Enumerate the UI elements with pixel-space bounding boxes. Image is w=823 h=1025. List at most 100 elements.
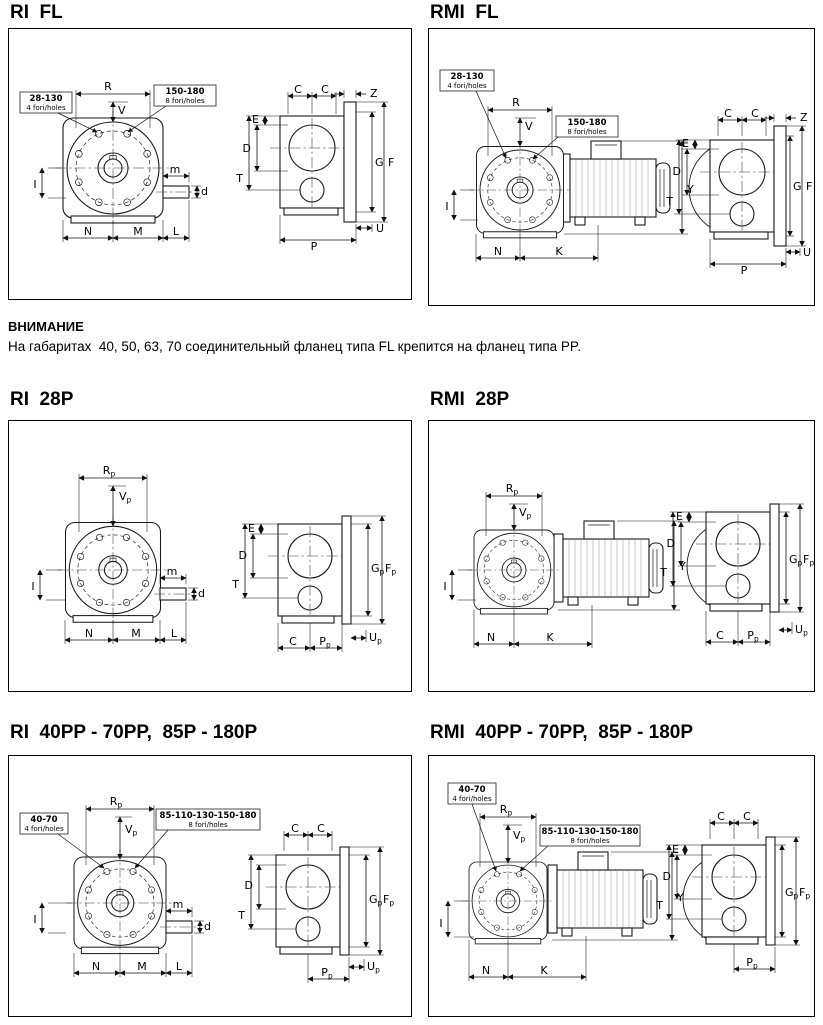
dim-label-C: C <box>321 83 329 96</box>
dim-label-D: D <box>667 537 675 550</box>
dim-label-T: T <box>659 566 667 579</box>
callout-holes: 8 fori/holes <box>188 821 228 829</box>
dim-label-Fp: Fp <box>799 886 810 901</box>
front-dimensions: 40-70 4 fori/holes Rp Vp 85-110-130-150-… <box>439 782 684 981</box>
front-dimensions: Rp Vp 40-70 4 fori/holes 85-110-130-150-… <box>19 795 261 977</box>
dim-label-Vp: Vp <box>519 506 532 521</box>
callout-range: 150-180 <box>567 118 606 128</box>
notice-text: На габаритах 40, 50, 63, 70 соединительн… <box>8 339 581 354</box>
front-dimensions: Rp Vp I m d N M L <box>31 464 205 644</box>
dim-label-C: C <box>317 822 325 835</box>
panel-ri-40pp: Rp Vp 40-70 4 fori/holes 85-110-130-150-… <box>8 755 412 1017</box>
dim-label-m: m <box>170 163 181 176</box>
dim-label-Z: Z <box>370 87 378 100</box>
dim-label-N: N <box>84 225 92 238</box>
dim-label-L: L <box>171 627 178 640</box>
callout-28-130: 28-130 4 fori/holes <box>19 91 98 133</box>
dim-label-D: D <box>663 870 671 883</box>
dim-label-G: G <box>793 180 802 193</box>
dim-label-Rp: Rp <box>103 464 116 479</box>
dim-label-N: N <box>85 627 93 640</box>
callout-holes: 8 fori/holes <box>567 128 607 136</box>
dim-label-Rp: Rp <box>500 803 513 818</box>
callout-range: 40-70 <box>458 785 485 795</box>
dim-label-M: M <box>131 627 141 640</box>
dim-label-Y: Y <box>678 560 686 573</box>
dim-label-D: D <box>245 879 253 892</box>
dim-label-Gp: Gp <box>789 553 803 568</box>
section-title-rmi-28p: RMI 28P <box>430 389 510 410</box>
dim-label-Pp: Pp <box>747 629 759 644</box>
dim-label-N: N <box>487 631 495 644</box>
dim-label-T: T <box>237 909 245 922</box>
callout-150-180: 150-180 8 fori/holes <box>127 84 217 133</box>
gearbox-side-view <box>699 125 787 247</box>
dim-label-I: I <box>33 178 36 191</box>
gearbox-side-view <box>269 101 357 223</box>
dim-label-Y: Y <box>676 891 684 904</box>
gearbox-side-view <box>691 836 776 946</box>
dim-label-C: C <box>751 107 759 120</box>
dim-label-T: T <box>231 578 239 591</box>
dim-label-m: m <box>173 898 184 911</box>
dim-label-T: T <box>655 899 663 912</box>
panel-rmi-28p: Rp Vp I N K Y E D T <box>428 420 815 692</box>
dim-label-Rp: Rp <box>506 482 519 497</box>
panel-border <box>8 755 412 1017</box>
input-shaft-stub <box>160 920 200 934</box>
dim-label-E: E <box>682 137 689 150</box>
callout-85-180: 85-110-130-150-180 8 fori/holes <box>519 824 641 872</box>
dim-label-Fp: Fp <box>383 893 394 908</box>
callout-range: 85-110-130-150-180 <box>542 827 639 837</box>
dim-label-Gp: Gp <box>371 562 385 577</box>
callout-150-180: 150-180 8 fori/holes <box>532 115 619 160</box>
callout-40-70: 40-70 4 fori/holes <box>447 782 497 872</box>
dim-label-Y: Y <box>686 183 694 196</box>
gearbox-front-view <box>462 855 554 947</box>
side-dimensions: E D T Gp Fp C Pp Up <box>659 503 814 646</box>
gearbox-front-view <box>66 849 174 957</box>
dim-label-F: F <box>388 156 394 169</box>
dim-label-d: d <box>204 920 211 933</box>
dim-label-M: M <box>137 960 147 973</box>
dim-label-Pp: Pp <box>321 966 333 981</box>
dim-label-E: E <box>252 113 259 126</box>
dim-label-C: C <box>291 822 299 835</box>
dim-label-Up: Up <box>369 631 382 646</box>
callout-holes: 4 fori/holes <box>452 795 492 803</box>
dim-label-Z: Z <box>800 111 808 124</box>
dim-label-G: G <box>375 156 384 169</box>
dim-label-m: m <box>167 565 178 578</box>
dim-label-U: U <box>803 246 811 259</box>
callout-range: 40-70 <box>30 815 57 825</box>
front-dimensions: 28-130 4 fori/holes R V 150-180 8 fori/h… <box>439 69 694 262</box>
input-shaft-stub <box>156 185 200 199</box>
section-title-rmi-fl: RMI FL <box>430 2 499 23</box>
section-title-ri-fl: RI FL <box>10 2 63 23</box>
dim-label-I: I <box>439 917 442 930</box>
dim-label-C: C <box>716 629 724 642</box>
dim-label-T: T <box>235 172 243 185</box>
dim-label-D: D <box>673 165 681 178</box>
dim-label-C: C <box>717 810 725 823</box>
dim-label-V: V <box>118 104 126 117</box>
section-title-ri-40pp: RI 40PP - 70PP, 85P - 180P <box>10 722 258 743</box>
callout-range: 150-180 <box>165 87 204 97</box>
panel-ri-fl: R V 28-130 4 fori/holes 150-180 8 fori/h… <box>8 28 412 300</box>
dim-label-C: C <box>724 107 732 120</box>
callout-range: 85-110-130-150-180 <box>160 811 257 821</box>
dim-label-Fp: Fp <box>385 562 396 577</box>
dim-label-R: R <box>512 96 520 109</box>
dim-label-I: I <box>31 580 34 593</box>
dim-label-D: D <box>243 142 251 155</box>
dim-label-Rp: Rp <box>110 795 123 810</box>
callout-holes: 4 fori/holes <box>447 82 487 90</box>
callout-85-180: 85-110-130-150-180 8 fori/holes <box>134 808 261 869</box>
dim-label-N: N <box>92 960 100 973</box>
gearbox-side-view <box>265 846 350 956</box>
dim-label-Pp: Pp <box>746 956 758 971</box>
dim-label-Gp: Gp <box>369 893 383 908</box>
callout-holes: 4 fori/holes <box>24 825 64 833</box>
gearbox-side-view <box>267 515 352 625</box>
dim-label-Fp: Fp <box>803 553 814 568</box>
